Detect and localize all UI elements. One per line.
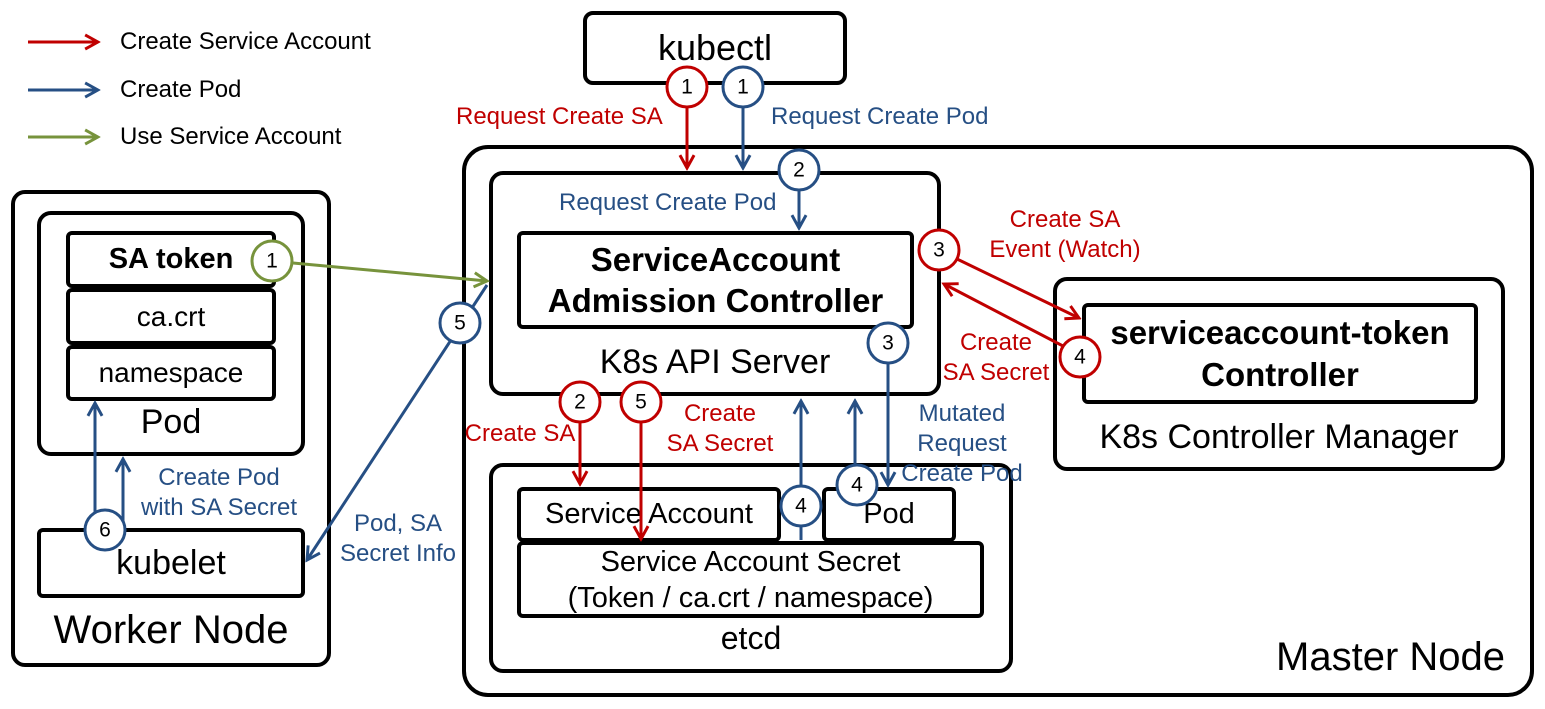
controller-manager-label: K8s Controller Manager xyxy=(1099,418,1459,456)
sa-token-box: SA token xyxy=(66,231,276,288)
annotation-line: Mutated xyxy=(918,400,1006,427)
annotation-line: Create SA xyxy=(1009,206,1121,233)
admission-controller-label-line1: ServiceAccount xyxy=(590,241,841,278)
annotation-create-sa-secret-etcd: Create SA Secret xyxy=(660,399,780,459)
etcd-label: etcd xyxy=(720,620,782,656)
kubectl-label: kubectl xyxy=(657,27,773,68)
ca-crt-box: ca.crt xyxy=(66,288,276,345)
kubelet-box: kubelet xyxy=(37,528,305,598)
annotation-line: Create xyxy=(959,329,1033,356)
annotation-line: Pod, SA xyxy=(353,510,443,537)
worker-pod-label: Pod xyxy=(140,403,202,441)
annotation-create-pod-with-sa-secret: Create Pod with SA Secret xyxy=(128,463,310,523)
namespace-box: namespace xyxy=(66,345,276,401)
etcd-service-account-box: Service Account xyxy=(517,487,781,542)
annotation-line: Event (Watch) xyxy=(989,236,1141,263)
annotation-pod-sa-secret-info: Pod, SA Secret Info xyxy=(332,509,464,569)
token-controller-label-line2: Controller xyxy=(1201,355,1359,393)
annotation-create-sa-secret-controller: Create SA Secret xyxy=(937,328,1055,388)
api-server-label: K8s API Server xyxy=(599,343,831,381)
etcd-secret-label-line2: (Token / ca.crt / namespace) xyxy=(567,581,934,614)
etcd-service-account-label: Service Account xyxy=(545,498,753,530)
legend-label-create-service-account: Create Service Account xyxy=(120,28,371,55)
etcd-pod-label: Pod xyxy=(863,498,915,530)
sa-token-label: SA token xyxy=(108,243,234,275)
annotation-line: Request xyxy=(917,430,1007,457)
annotation-create-sa-event-watch: Create SA Event (Watch) xyxy=(985,205,1145,265)
legend-label-use-service-account: Use Service Account xyxy=(120,123,342,150)
annotation-create-sa-etcd: Create SA xyxy=(464,420,576,447)
annotation-line: SA Secret xyxy=(942,359,1050,386)
annotation-line: Create Pod xyxy=(901,460,1023,487)
etcd-pod-box: Pod xyxy=(822,487,956,542)
admission-controller-box: ServiceAccount Admission Controller xyxy=(517,231,914,329)
annotation-request-create-sa: Request Create SA xyxy=(456,103,663,130)
etcd-secret-box: Service Account Secret (Token / ca.crt /… xyxy=(517,541,984,618)
legend-label-create-pod: Create Pod xyxy=(120,76,242,103)
annotation-mutated-request: Mutated Request Create Pod xyxy=(892,399,1032,489)
annotation-line: SA Secret xyxy=(666,430,774,457)
etcd-secret-label-line1: Service Account Secret xyxy=(600,545,901,578)
annotation-request-create-pod-admission: Request Create Pod xyxy=(559,189,777,216)
annotation-line: Create xyxy=(683,400,757,427)
kubectl-box: kubectl xyxy=(583,11,847,85)
admission-controller-label-line2: Admission Controller xyxy=(547,282,884,319)
ca-crt-label: ca.crt xyxy=(136,300,206,332)
token-controller-box: serviceaccount-token Controller xyxy=(1082,303,1478,404)
annotation-line: Secret Info xyxy=(339,540,457,567)
kubelet-label: kubelet xyxy=(116,543,226,582)
annotation-request-create-pod-kubectl: Request Create Pod xyxy=(771,103,989,130)
master-node-label: Master Node xyxy=(1276,635,1505,679)
namespace-label: namespace xyxy=(98,357,244,388)
annotation-line: with SA Secret xyxy=(140,494,298,521)
annotation-line: Create Pod xyxy=(158,464,280,491)
token-controller-label-line1: serviceaccount-token xyxy=(1110,313,1450,351)
worker-node-label: Worker Node xyxy=(53,608,289,652)
